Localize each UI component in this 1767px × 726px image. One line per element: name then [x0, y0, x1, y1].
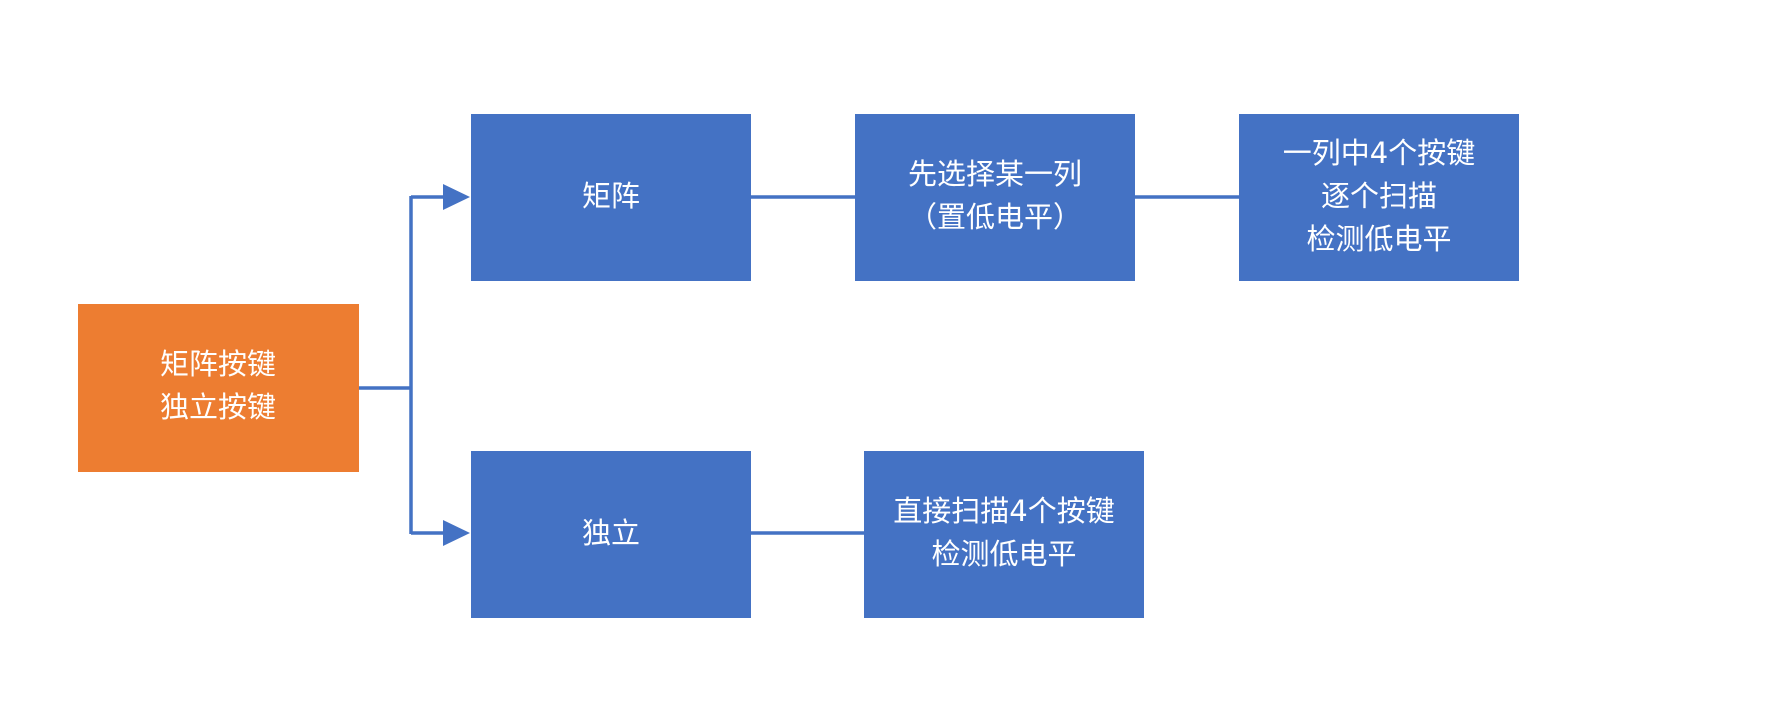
node-direct-scan-box	[864, 451, 1144, 618]
connectors	[359, 195, 1239, 535]
node-root-line-2: 独立按键	[160, 390, 276, 424]
node-independent-line-1: 独立	[582, 516, 640, 550]
node-matrix-box	[471, 114, 751, 281]
node-select-column-line-2: （置低电平）	[908, 200, 1082, 234]
node-direct-scan-line-1: 直接扫描4个按键	[893, 494, 1114, 528]
node-matrix-line-1: 矩阵	[582, 179, 640, 213]
node-root-box	[78, 304, 359, 472]
node-direct-scan: 直接扫描4个按键 检测低电平	[864, 451, 1144, 618]
node-scan-column-keys-line-1: 一列中4个按键	[1283, 136, 1475, 170]
node-scan-column-keys-line-3: 检测低电平	[1306, 222, 1451, 256]
node-select-column-line-1: 先选择某一列	[908, 157, 1082, 191]
node-root: 矩阵按键 独立按键	[78, 304, 359, 472]
node-scan-column-keys: 一列中4个按键 逐个扫描 检测低电平	[1239, 114, 1519, 281]
arrowheads	[443, 184, 470, 546]
node-direct-scan-line-2: 检测低电平	[931, 537, 1076, 571]
arrowhead-matrix	[443, 184, 470, 210]
arrowhead-independent	[443, 520, 470, 546]
node-independent-box	[471, 451, 751, 618]
node-scan-column-keys-line-2: 逐个扫描	[1321, 179, 1437, 213]
node-independent: 独立	[471, 451, 751, 618]
node-root-line-1: 矩阵按键	[160, 347, 276, 381]
node-select-column-box	[855, 114, 1135, 281]
node-matrix: 矩阵	[471, 114, 751, 281]
node-scan-column-keys-box	[1239, 114, 1519, 281]
node-select-column: 先选择某一列 （置低电平）	[855, 114, 1135, 281]
